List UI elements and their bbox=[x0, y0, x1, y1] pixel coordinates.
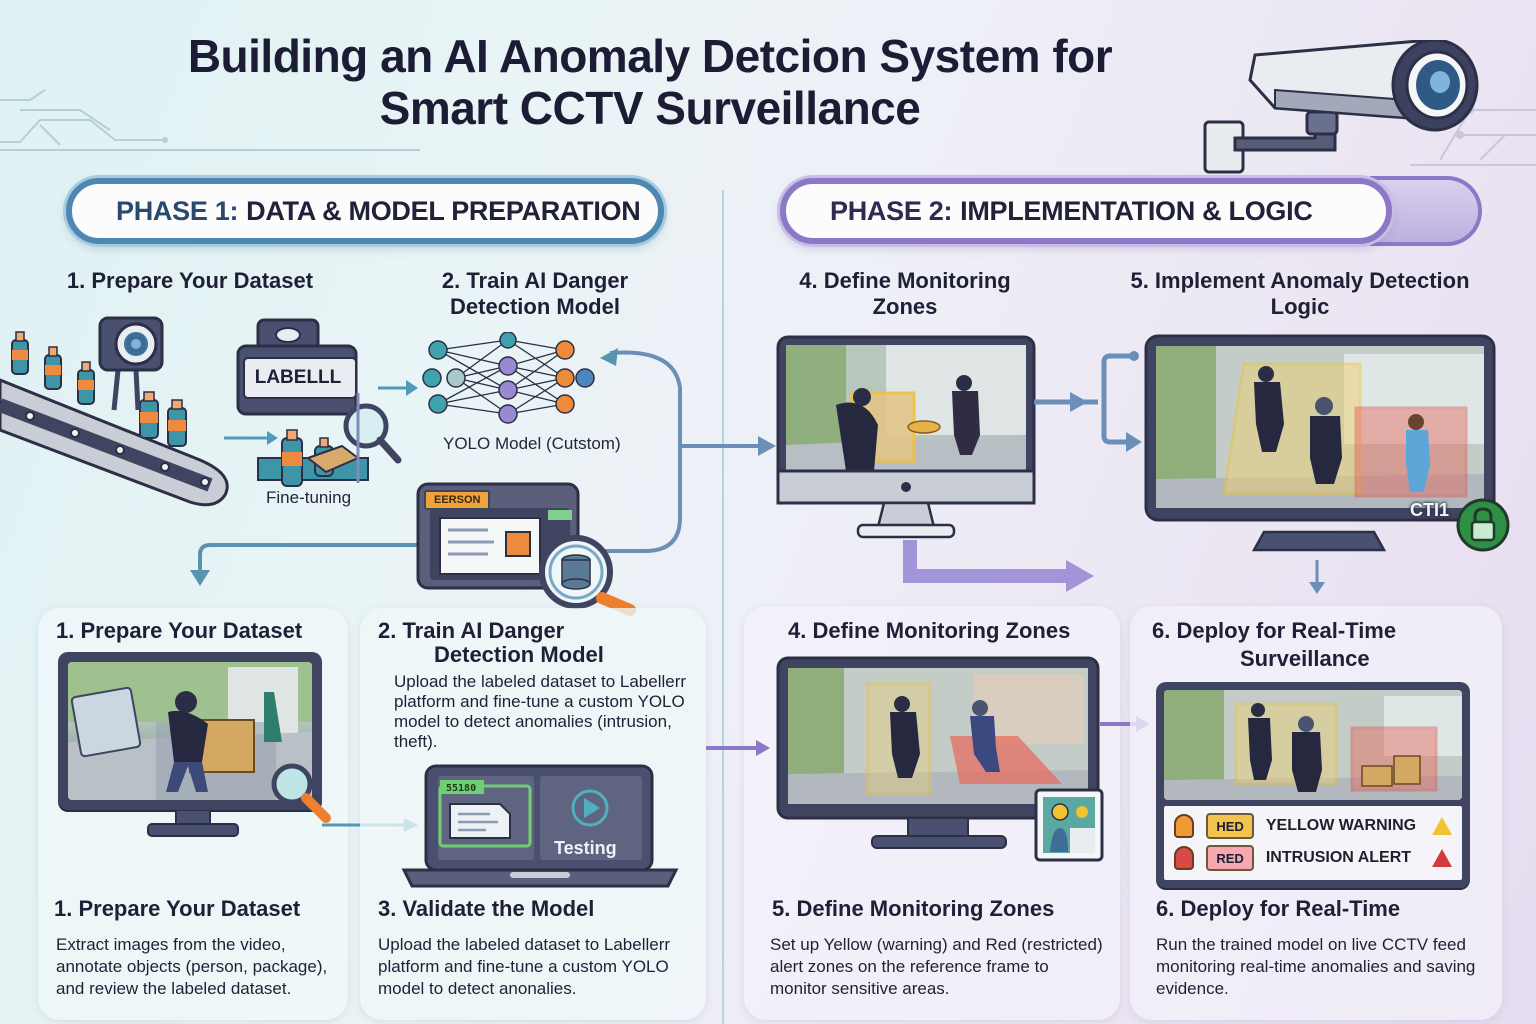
live-feed-scene bbox=[1164, 690, 1462, 800]
testing-label: Testing bbox=[554, 838, 617, 858]
phase2-step4-heading-line1: 4. Define Monitoring bbox=[799, 268, 1011, 293]
phase-divider bbox=[722, 190, 724, 1024]
monitor-zones-reference bbox=[776, 335, 1036, 539]
neural-network-icon bbox=[422, 332, 595, 424]
arrow-to-fine-tuning bbox=[224, 431, 278, 445]
card-footer-heading: 6. Deploy for Real-Time bbox=[1156, 896, 1401, 921]
evidence-snapshot-icon bbox=[1034, 788, 1104, 862]
alert-triangle-icon bbox=[1432, 849, 1453, 867]
phase-2-title: IMPLEMENTATION & LOGIC bbox=[960, 195, 1313, 226]
magnifier-icon bbox=[271, 763, 331, 823]
phase1-step1-heading-text: 1. Prepare Your Dataset bbox=[66, 268, 314, 293]
conveyor-belt-illustration bbox=[0, 316, 229, 507]
phase-1-title: DATA & MODEL PREPARATION bbox=[246, 195, 641, 226]
cctv-camera-icon bbox=[1203, 40, 1479, 174]
monitor-icon bbox=[58, 652, 322, 810]
phase-2-prefix: PHASE 2: bbox=[830, 195, 953, 226]
arrow-down-to-deploy bbox=[1309, 560, 1325, 594]
page-title: Building an AI Anomaly Detcion System fo… bbox=[0, 30, 1300, 134]
scene-person-lifting-box bbox=[68, 662, 312, 800]
phase2-step4-heading-line2: Zones bbox=[872, 294, 938, 319]
card-footer-body: Run the trained model on live CCTV feed … bbox=[1156, 935, 1476, 998]
card-heading: 1. Prepare Your Dataset bbox=[56, 618, 303, 643]
phase2-card-deploy: 6. Deploy for Real-Time Surveillance bbox=[1130, 606, 1502, 1020]
phase1-step2-heading: 2. Train AI Danger Detection Model bbox=[380, 268, 690, 320]
card-body: Upload the labeled dataset to Labellerr … bbox=[394, 672, 687, 751]
card-footer-heading: 1. Prepare Your Dataset bbox=[54, 896, 301, 921]
alert-tag: RED bbox=[1206, 845, 1254, 871]
card-footer-body: Upload the labeled dataset to Labellerr … bbox=[378, 935, 671, 998]
branch-arrows-to-logic bbox=[1034, 351, 1142, 452]
alert-row-yellow-warning: HED YELLOW WARNING bbox=[1174, 810, 1453, 842]
monitor-stand bbox=[147, 810, 239, 837]
alert-row-intrusion-alert: RED INTRUSION ALERT bbox=[1174, 842, 1453, 874]
monitor-zones-illustration bbox=[776, 656, 1100, 849]
arrow-to-zone-card bbox=[903, 540, 1094, 592]
card-footer-body: Extract images from the video, annotate … bbox=[56, 935, 328, 998]
card-heading: 4. Define Monitoring Zones bbox=[788, 618, 1071, 643]
card-footer-heading: 5. Define Monitoring Zones bbox=[772, 896, 1055, 921]
annotation-tag: EERSON bbox=[424, 490, 491, 510]
alert-text: YELLOW WARNING bbox=[1265, 817, 1417, 834]
laptop-icon bbox=[401, 764, 679, 888]
phase2-card-zones: 4. Define Monitoring Zones 5. Define Mon… bbox=[744, 606, 1120, 1020]
alert-bell-icon bbox=[1174, 846, 1195, 870]
phase2-step4-heading: 4. Define Monitoring Zones bbox=[770, 268, 1040, 320]
title-line-1: Building an AI Anomaly Detcion System fo… bbox=[187, 30, 1113, 82]
phase-1-banner: PHASE 1: DATA & MODEL PREPARATION bbox=[66, 178, 664, 244]
camera-id-label: CTI1 bbox=[1410, 500, 1450, 520]
title-line-2: Smart CCTV Surveillance bbox=[379, 82, 921, 134]
monitor-anomaly-logic bbox=[1144, 334, 1496, 552]
phase1-step2-heading-line1: 2. Train AI Danger bbox=[441, 268, 629, 293]
annotation-interface-illustration bbox=[416, 482, 636, 616]
laptop-tag: 55180 bbox=[446, 783, 477, 794]
deploy-monitor: HED YELLOW WARNING RED INTRUSION ALERT bbox=[1156, 682, 1470, 888]
feedback-loop-arrow bbox=[190, 348, 776, 586]
alert-text: INTRUSION ALERT bbox=[1265, 849, 1412, 866]
camera-icon bbox=[98, 316, 164, 411]
alert-panel: HED YELLOW WARNING RED INTRUSION ALERT bbox=[1164, 806, 1462, 880]
lock-icon bbox=[1456, 498, 1510, 552]
live-feed-frame bbox=[1164, 690, 1462, 800]
phase1-step1-heading: 1. Prepare Your Dataset bbox=[30, 268, 350, 294]
phase2-step5-heading: 5. Implement Anomaly Detection Logic bbox=[1090, 268, 1510, 320]
fine-tuning-label: Fine-tuning bbox=[266, 488, 352, 507]
phase1-card-prepare-dataset: 1. Prepare Your Dataset 1. Prepare Your … bbox=[38, 608, 348, 1020]
cctv-frame-image bbox=[68, 662, 312, 800]
phase-1-prefix: PHASE 1: bbox=[116, 195, 239, 226]
card-footer-body: Set up Yellow (warning) and Red (restric… bbox=[770, 935, 1103, 998]
card-heading-line2: Surveillance bbox=[1240, 646, 1370, 671]
bottle-icons bbox=[11, 331, 187, 447]
alert-tag: HED bbox=[1206, 813, 1254, 839]
phase1-card-train-validate: 2. Train AI Danger Detection Model Uploa… bbox=[360, 608, 706, 1020]
circuit-decoration-left bbox=[0, 89, 420, 151]
phase2-step5-heading-line2: Logic bbox=[1270, 294, 1330, 319]
label-card-text: LABELLL bbox=[254, 367, 342, 388]
phase1-step2-heading-line2: Detection Model bbox=[450, 294, 620, 319]
phase2-step5-heading-line1: 5. Implement Anomaly Detection bbox=[1130, 268, 1470, 293]
card-heading-line2: Detection Model bbox=[434, 642, 604, 667]
card-heading-line1: 6. Deploy for Real-Time bbox=[1152, 618, 1397, 643]
yolo-model-label: YOLO Model (Cutstom) bbox=[443, 434, 621, 453]
warning-bell-icon bbox=[1174, 814, 1195, 838]
card-heading-line1: 2. Train AI Danger bbox=[378, 618, 565, 643]
card-footer-heading: 3. Validate the Model bbox=[378, 896, 595, 921]
phase-2-banner: PHASE 2: IMPLEMENTATION & LOGIC bbox=[780, 178, 1392, 244]
warning-triangle-icon bbox=[1432, 817, 1453, 835]
labeling-tool-illustration bbox=[236, 318, 418, 487]
arrow-into-phase2 bbox=[706, 740, 770, 756]
